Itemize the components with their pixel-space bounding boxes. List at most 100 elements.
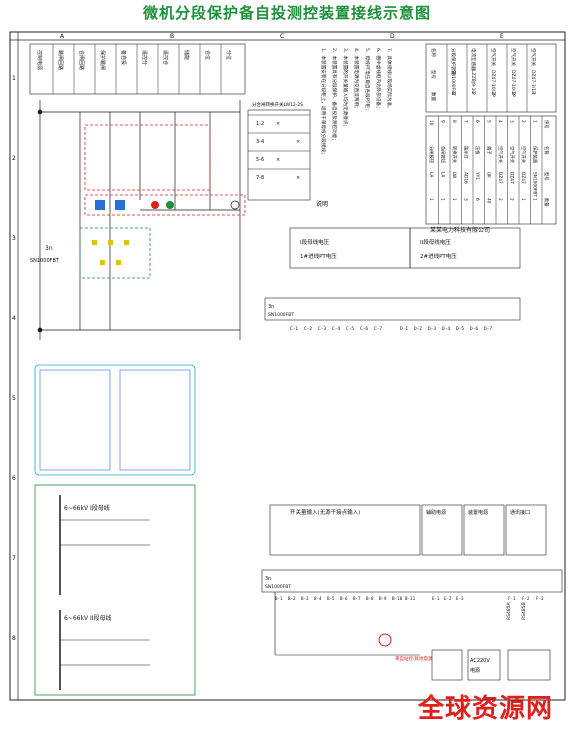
col-tick: B: [170, 33, 174, 40]
table-bottom-cell: 保护装置: [532, 146, 539, 164]
comm-label-a: RS485A: [506, 601, 512, 620]
table-top-cell: DZ47-10/1P: [510, 70, 516, 97]
switch-table-cell: 3-4: [256, 139, 264, 145]
ac-power-box: [467, 649, 501, 681]
row-tick: 4: [12, 315, 16, 322]
note-line: 5、母线PT电压取自各段PT柜；: [364, 48, 371, 113]
switch-table-cell: ×: [276, 157, 280, 163]
diagram-title: 微机分段保护备自投测控装置接线示意图: [142, 4, 431, 22]
comm-label-b: RS485B: [521, 602, 527, 620]
top-left-label: 保护跳闸: [99, 50, 106, 70]
table-bottom-cell: 转换开关: [451, 146, 458, 164]
table-bottom-cell: DZ47: [509, 172, 515, 184]
termC-terminal: C-4: [332, 326, 340, 332]
table-bottom-cell: 8: [451, 120, 457, 123]
table-bottom-cell: LA: [428, 172, 434, 177]
table-bottom-cell: 3: [463, 198, 469, 201]
device-label-middle: 3n: [268, 304, 274, 310]
table-top-cell: 1: [530, 92, 536, 95]
bus1-voltage: I段母线电压: [300, 238, 330, 246]
table-top-cell: 空气开关: [490, 48, 497, 66]
table-bottom-cell: DZ47: [497, 172, 503, 184]
trip-coil-icon: [95, 200, 105, 210]
termB-terminal: B-5: [327, 596, 335, 601]
top-left-label: 合位: [204, 50, 211, 60]
top-left-label: 分位: [225, 50, 232, 60]
note-line: 7、具体接线以现场实际为准。: [386, 48, 393, 111]
termE-terminal: E-3: [456, 596, 464, 601]
table-top-cell: 数量: [430, 92, 437, 101]
termB-terminal: B-2: [288, 596, 296, 601]
table-bottom-cell: 4: [497, 120, 503, 123]
aux-header: 辅助电源: [426, 509, 446, 516]
col-tick: D: [390, 33, 395, 40]
table-top-cell: SN1000FBT: [450, 70, 456, 96]
table-bottom-cell: 3: [509, 120, 515, 123]
switch-table-cell: 7-8: [256, 175, 264, 181]
note-line: 4、本装置电源为交直流两用；: [353, 48, 360, 111]
row-tick: 3: [12, 235, 16, 242]
device-label-bottom: 3n: [265, 576, 271, 582]
table-top-cell: DZ47-3/1P: [530, 70, 536, 94]
outer-frame: [9, 31, 566, 701]
termB-terminal: B-9: [379, 596, 387, 601]
table-bottom-cell: 指示灯: [463, 146, 470, 160]
table-top-cell: 型号: [430, 70, 437, 79]
table-top-cell: 空气开关: [530, 48, 537, 66]
termC-terminal: C-3: [318, 326, 326, 332]
table-bottom-cell: 1: [428, 198, 434, 201]
table-bottom-cell: 合闸按钮: [440, 146, 447, 164]
termF-terminal: F-2: [522, 596, 530, 601]
top-left-label: 跳闸回路: [57, 50, 64, 70]
table-bottom-cell: 数量: [543, 198, 550, 207]
breaker-control-box: [84, 124, 211, 191]
device-model-left: SN1000FBT: [30, 258, 60, 264]
top-left-label: 储能: [183, 50, 190, 60]
indicator-box: [84, 194, 246, 216]
termB-terminal: B-7: [353, 596, 361, 601]
table-bottom-cell: 名称: [543, 146, 550, 155]
row-ticks: 1 2 3 4 5 6 7 8: [12, 75, 16, 642]
table-bottom-cell: DZ47: [520, 172, 526, 184]
voltage-boxes: I段母线电压 1#进线PT电压 II段母线电压 2#进线PT电压: [289, 227, 521, 269]
table-top-cell: DZ47-10/2P: [490, 70, 496, 97]
device-strip-bottom: [261, 569, 563, 593]
termB-terminal: B-8: [366, 596, 374, 601]
input-wires: [274, 592, 420, 656]
termD-terminal: D-3: [428, 326, 436, 332]
switch-table: 分合闸转换开关LW12-2S 1-2×3-4×5-6×7-8×: [247, 101, 311, 201]
table-bottom-cell: 1: [440, 198, 446, 201]
table-bottom-cell: 10: [428, 120, 434, 126]
switch-table-cell: ×: [276, 121, 280, 127]
notes-block: 说明 1、本装置安装在分段柜上，适用于单母线分段接线；2、本装置具有分段保护、备…: [316, 48, 393, 208]
top-left-label-boxes: 控制电源跳闸回路合闸回路保护跳闸备自投遥控分遥控合储能合位分位: [29, 43, 246, 95]
table-bottom-cell: 1: [451, 198, 457, 201]
device-label-left: 3n: [45, 245, 53, 252]
primary-circuit-box: [34, 484, 196, 696]
row-tick: 7: [12, 555, 16, 562]
table-bottom-cell: YY1: [474, 171, 480, 180]
table-bottom-cell: 7: [463, 120, 469, 123]
device-model-bottom: SN1000FBT: [265, 584, 291, 590]
row-tick: 1: [12, 75, 16, 82]
table-bottom-cell: 空气开关: [497, 146, 504, 164]
table-bottom-cell: 1: [520, 198, 526, 201]
termF-terminal: F-1: [508, 596, 516, 601]
table-bottom-cell: UK: [486, 172, 492, 178]
table-top-cell: 2: [510, 92, 516, 95]
table-bottom-cell: 空气开关: [509, 146, 516, 164]
power-label-2: 电源: [470, 667, 480, 674]
table-bottom-cell: 9: [440, 120, 446, 123]
notes-title: 说明: [316, 200, 328, 208]
table-bottom-cell: LW: [451, 172, 457, 179]
table-bottom-cell: 序号: [543, 120, 550, 129]
column-ticks: A B C D E: [60, 33, 504, 40]
table-top-cell: 1: [450, 92, 456, 95]
table-bottom-cell: 压板: [474, 146, 481, 155]
note-line: 2、本装置具有分段保护、备自投及测控功能；: [331, 48, 338, 143]
top-left-label: 控制电源: [36, 50, 43, 70]
row-tick: 8: [12, 635, 16, 642]
top-left-label: 遥控合: [162, 50, 169, 65]
table-bottom-cell: 1: [532, 198, 538, 201]
